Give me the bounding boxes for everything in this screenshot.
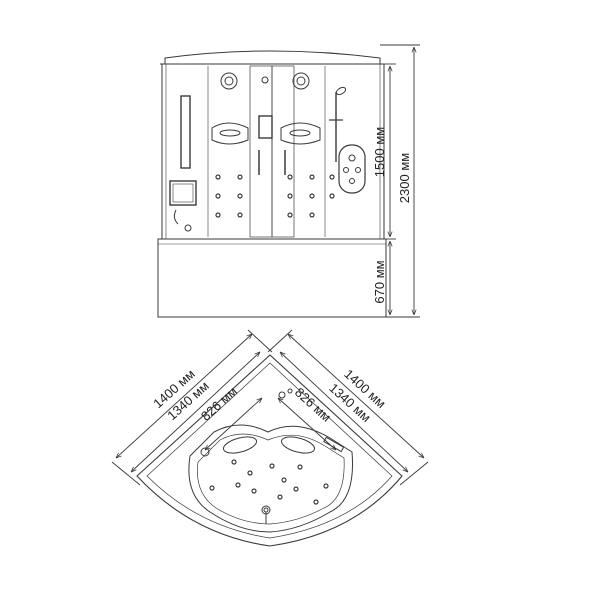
dim-line-right-826	[278, 398, 336, 450]
dim-line-left-1340	[131, 352, 260, 472]
bath-jets	[209, 459, 329, 505]
dim-line-left-826	[205, 398, 262, 450]
cabin-roof	[164, 50, 381, 65]
radio-panel-icon	[169, 180, 197, 206]
light-icon	[292, 72, 310, 90]
tray-outline	[136, 354, 403, 547]
body-jets	[215, 174, 335, 218]
speaker-icon	[258, 115, 273, 139]
bath-outline	[188, 424, 354, 533]
hand-shower-icon	[173, 209, 179, 225]
headrest-left	[211, 122, 249, 145]
light-icon	[220, 72, 238, 90]
dim-label-upper: 1500 мм	[372, 127, 387, 177]
dim-label-total: 2300 мм	[397, 153, 412, 203]
light-strip	[180, 95, 191, 169]
front-view	[157, 50, 387, 318]
door-right	[271, 65, 295, 238]
dim-line-right-1340	[280, 352, 408, 472]
plan-dimensions	[111, 329, 429, 486]
control-panel-icon	[338, 144, 366, 194]
dim-label-lower: 670 мм	[372, 260, 387, 303]
shower-head-icon	[335, 86, 347, 96]
headrest-right	[280, 122, 321, 145]
door-left	[249, 65, 273, 238]
front-dimensions	[380, 44, 420, 318]
cabin-body	[161, 63, 385, 240]
tray-base	[157, 238, 387, 318]
